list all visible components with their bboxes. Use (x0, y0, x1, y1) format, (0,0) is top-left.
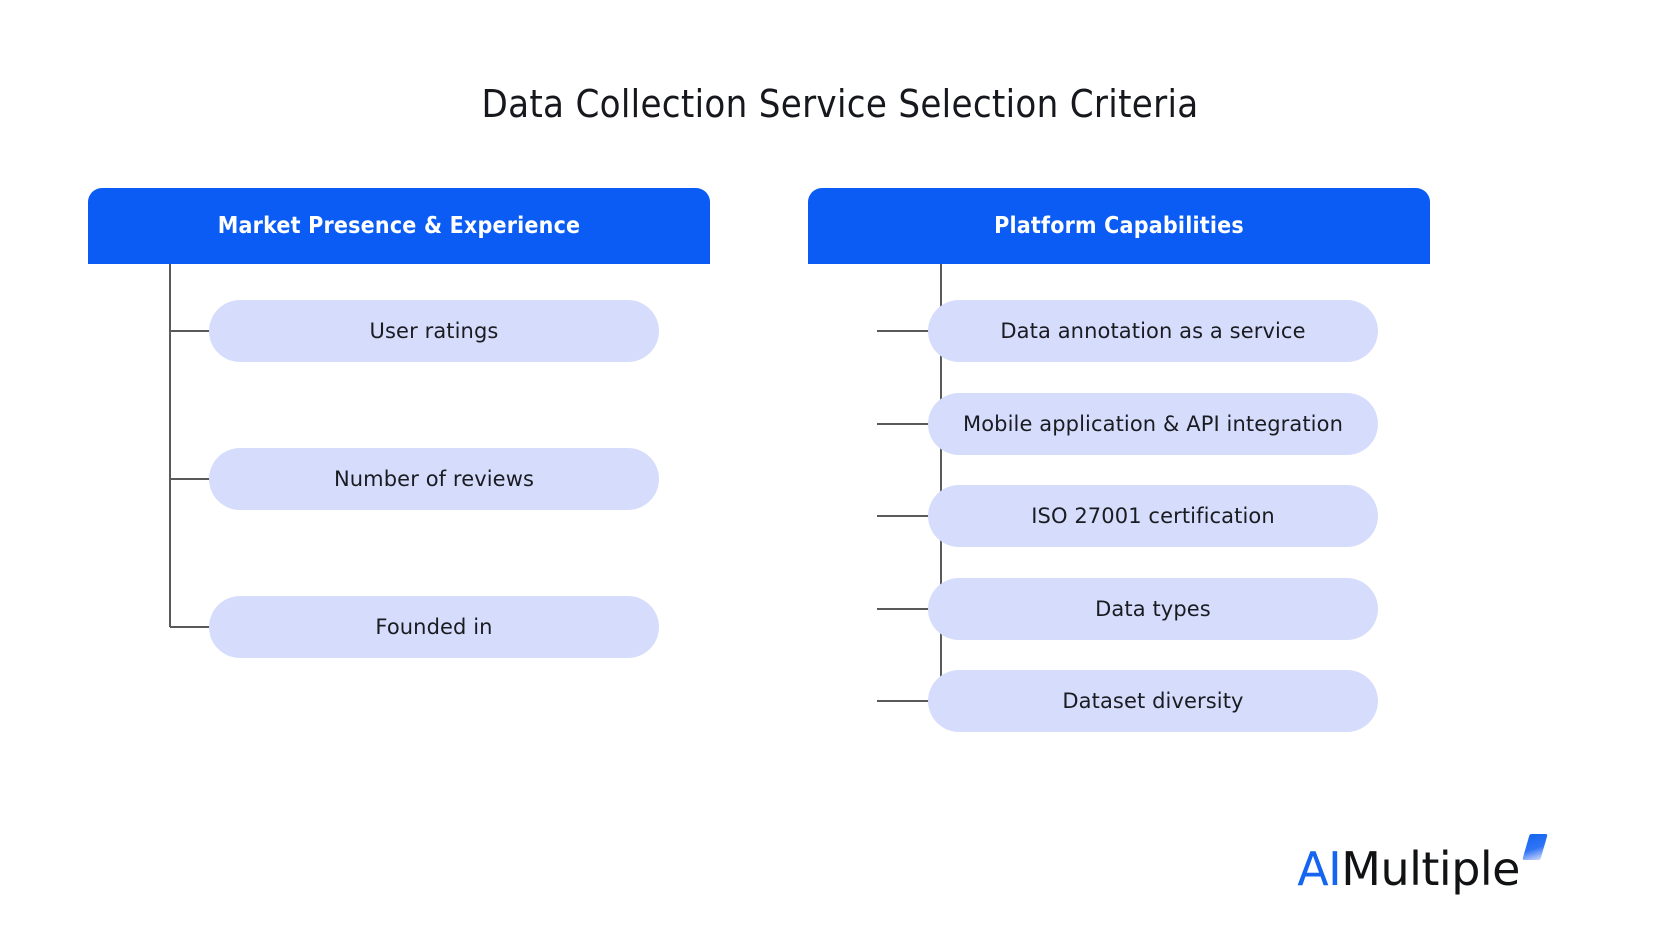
criteria-pill-number-of-reviews[interactable]: Number of reviews (209, 448, 659, 510)
page-title: Data Collection Service Selection Criter… (481, 82, 1199, 126)
criteria-pill-iso-27001-certification[interactable]: ISO 27001 certification (928, 485, 1378, 547)
aimultiple-logo: AIMultiple (1297, 832, 1550, 892)
criteria-pill-dataset-diversity[interactable]: Dataset diversity (928, 670, 1378, 732)
logo-wordmark: AIMultiple (1297, 846, 1520, 892)
criteria-pill-user-ratings[interactable]: User ratings (209, 300, 659, 362)
criteria-pill-label: Data types (1095, 597, 1211, 621)
criteria-pill-label: Founded in (375, 615, 493, 639)
criteria-pill-label: Data annotation as a service (1000, 319, 1306, 343)
logo-accent-mark-icon (1522, 834, 1548, 860)
criteria-pill-founded-in[interactable]: Founded in (209, 596, 659, 658)
column-header-platform-capabilities[interactable]: Platform Capabilities (808, 188, 1430, 264)
criteria-pill-data-annotation-as-a-service[interactable]: Data annotation as a service (928, 300, 1378, 362)
logo-main-text: Multiple (1341, 842, 1520, 896)
column-header-market-presence-experience[interactable]: Market Presence & Experience (88, 188, 710, 264)
logo-accent-text: AI (1297, 842, 1342, 896)
criteria-pill-mobile-application-api-integration[interactable]: Mobile application & API integration (928, 393, 1378, 455)
criteria-pill-label: Mobile application & API integration (963, 412, 1343, 436)
criteria-pill-label: User ratings (369, 319, 499, 343)
criteria-pill-label: Number of reviews (333, 467, 535, 491)
criteria-pill-label: Dataset diversity (1062, 689, 1244, 713)
criteria-pill-data-types[interactable]: Data types (928, 578, 1378, 640)
column-header-label: Market Presence & Experience (217, 213, 581, 239)
criteria-pill-label: ISO 27001 certification (1031, 504, 1275, 528)
column-header-label: Platform Capabilities (994, 213, 1244, 239)
